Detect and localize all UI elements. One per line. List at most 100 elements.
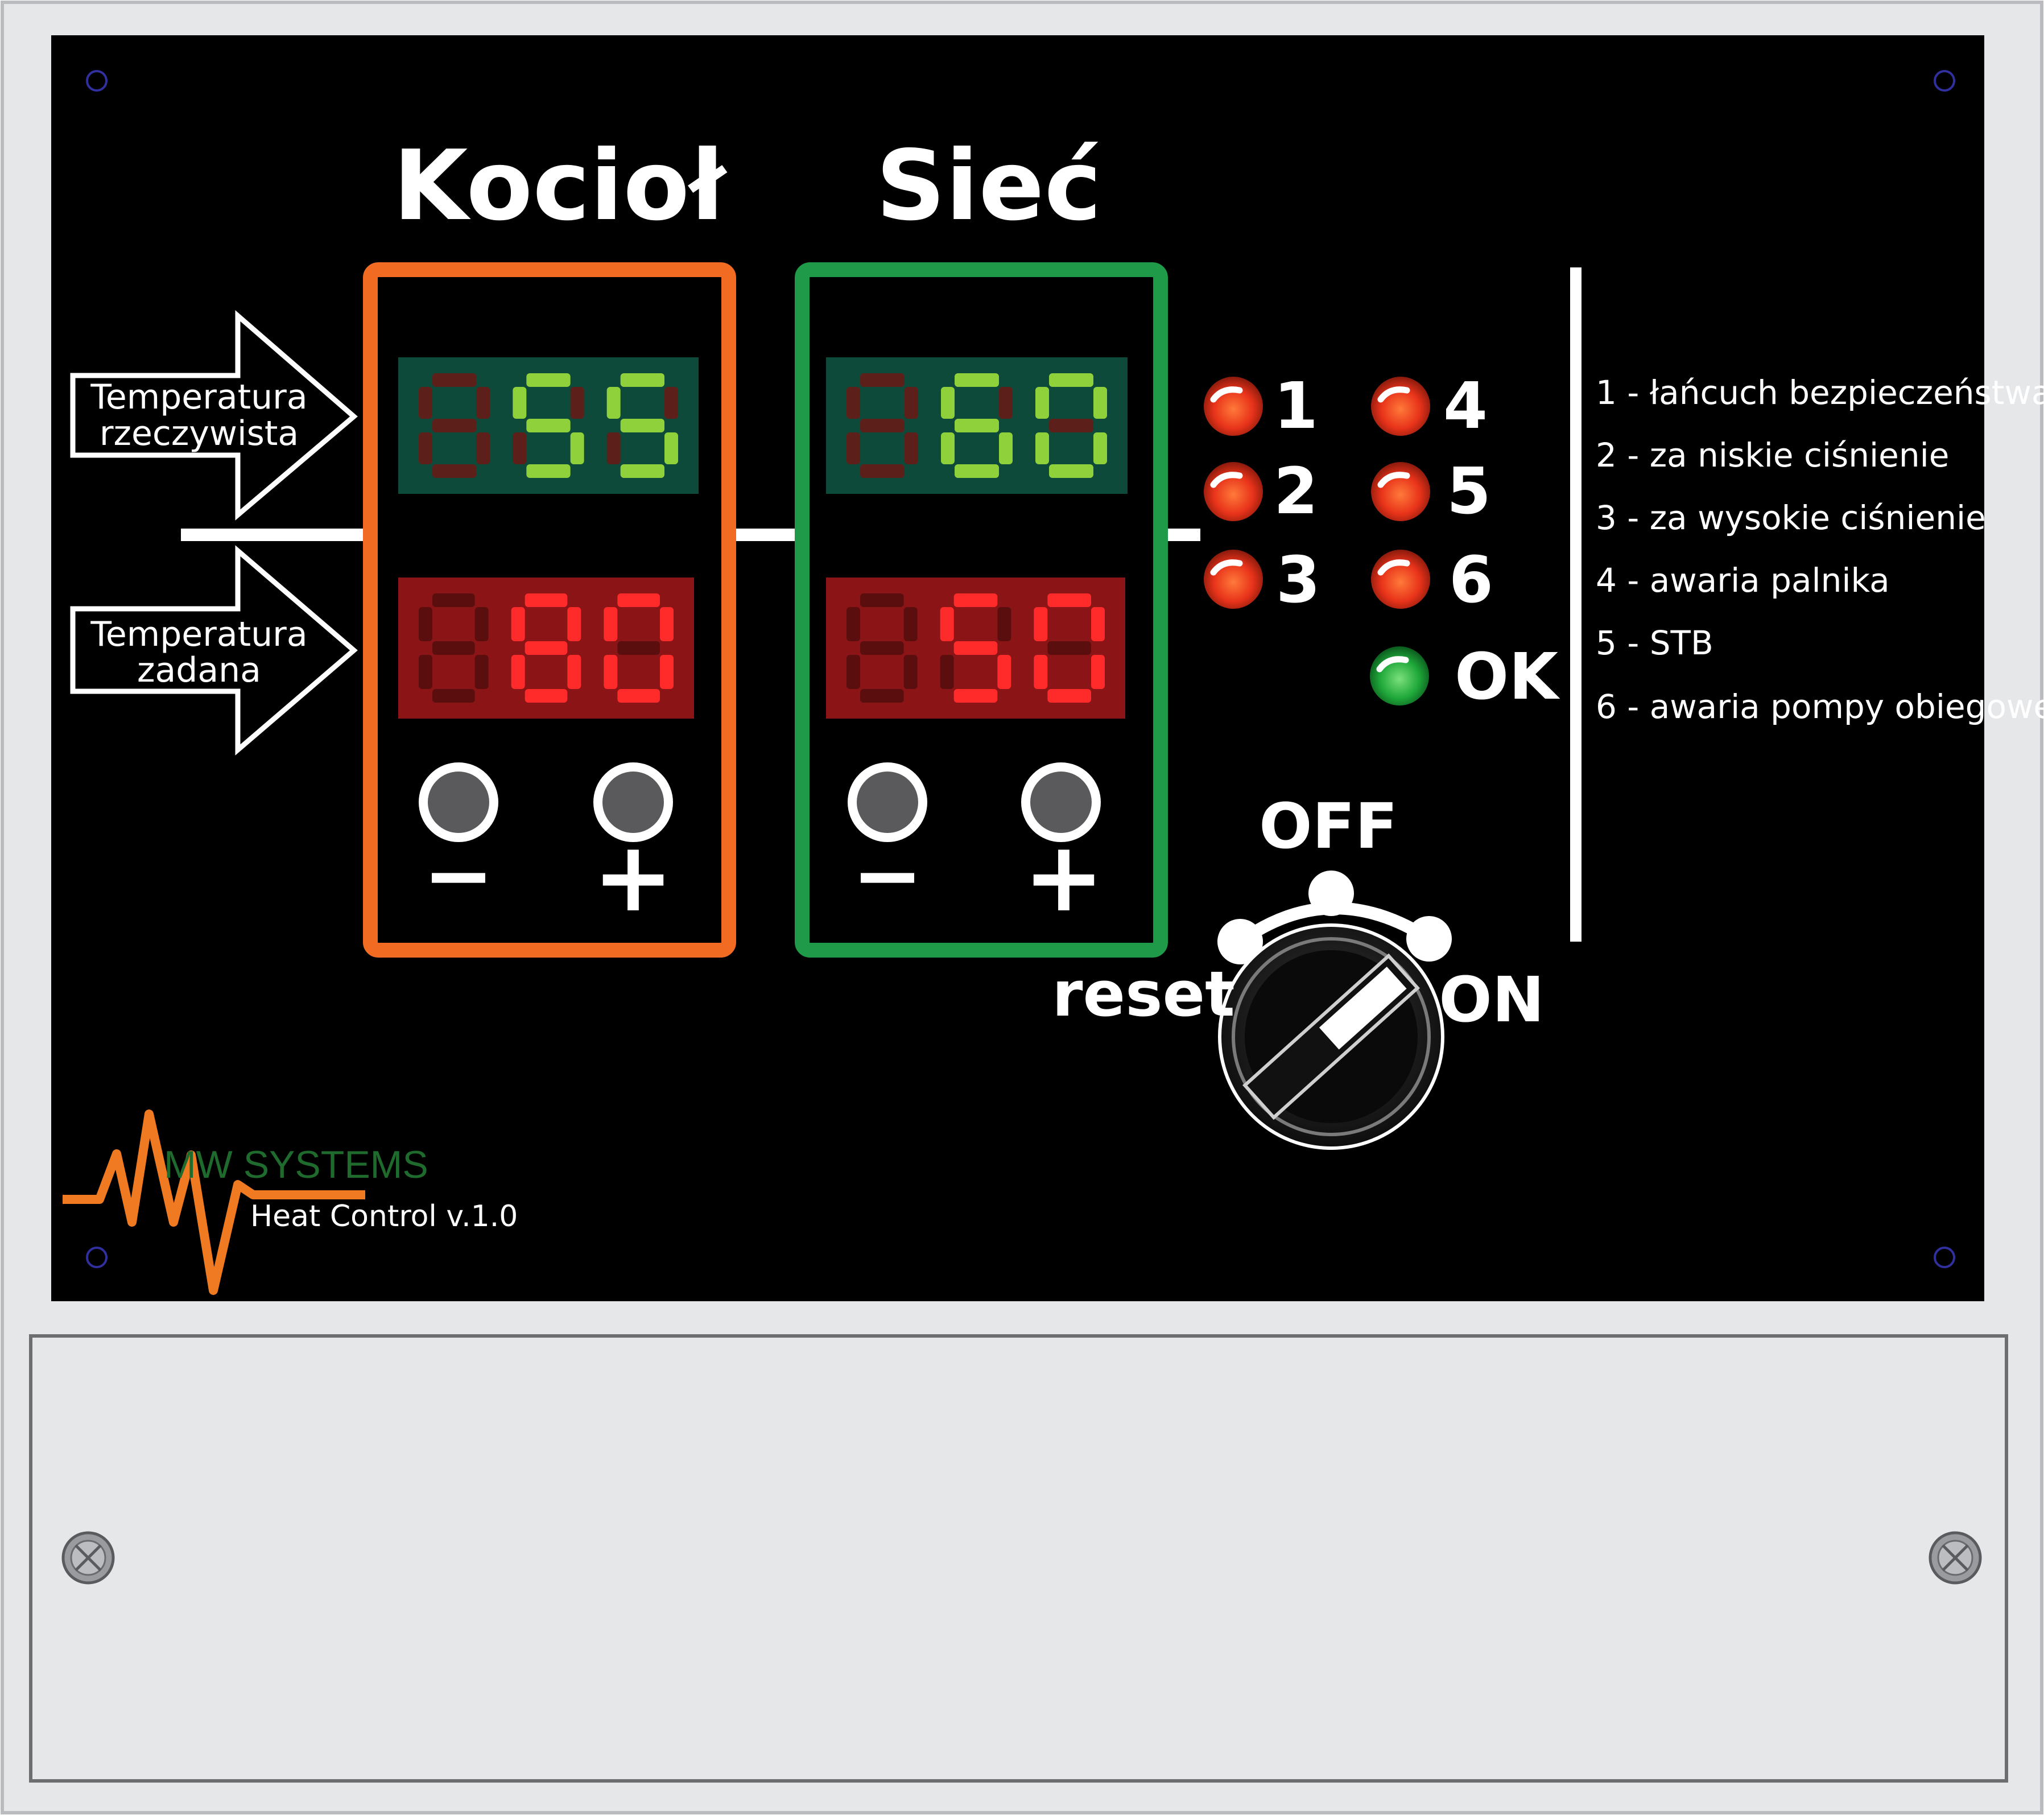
- boiler-plus-label: +: [593, 821, 674, 934]
- segment-c: [660, 655, 674, 689]
- segment-a: [432, 593, 475, 607]
- led-ok-label: OK: [1455, 640, 1560, 714]
- segment-d: [617, 689, 660, 703]
- segment-a: [620, 373, 664, 387]
- segment-e: [846, 655, 860, 689]
- segment-g: [860, 419, 905, 432]
- network-set-digits: [846, 593, 1105, 703]
- segment-e: [419, 655, 432, 689]
- switch-off-label: OFF: [1259, 790, 1398, 863]
- segment-e: [846, 432, 860, 464]
- segment-b: [660, 607, 674, 641]
- segment-f: [513, 387, 527, 419]
- segment-d: [526, 464, 571, 478]
- boiler-actual-digits: [419, 373, 678, 478]
- legend-item-2: 2 - za niskie ciśnienie: [1596, 436, 1949, 475]
- key-switch[interactable]: OFF reset ON: [1052, 790, 1545, 1150]
- led-4: 4: [1371, 369, 1488, 443]
- segment-b: [567, 607, 581, 641]
- segment-g: [525, 641, 568, 655]
- legend-item-4: 4 - awaria palnika: [1596, 561, 1890, 600]
- lower-cover: [29, 1334, 2008, 1783]
- segment-c: [664, 432, 678, 464]
- segment-c: [997, 655, 1011, 689]
- switch-on-label: ON: [1439, 963, 1545, 1036]
- segment-f: [606, 387, 621, 419]
- segment-c: [999, 432, 1013, 464]
- segment-d: [1047, 689, 1091, 703]
- segment-a: [860, 593, 904, 607]
- boiler-minus-button[interactable]: [419, 762, 498, 842]
- segment-b: [903, 607, 918, 641]
- segment-f: [1034, 607, 1048, 641]
- segment-d: [955, 464, 999, 478]
- mount-hole-icon: [1934, 70, 1955, 92]
- brand-product: Heat Control v.1.0: [250, 1199, 518, 1234]
- led-4-label: 4: [1443, 369, 1488, 443]
- segment-b: [1093, 387, 1107, 419]
- led-5-label: 5: [1447, 455, 1491, 529]
- legend-item-5: 5 - STB: [1596, 624, 1713, 662]
- network-plus-label: +: [1023, 821, 1104, 934]
- segment-b: [664, 387, 678, 419]
- network-actual-digits: [846, 373, 1107, 478]
- segment-c: [476, 432, 490, 464]
- led-6: 6: [1371, 543, 1493, 617]
- segment-c: [1091, 655, 1105, 689]
- segment-e: [511, 655, 525, 689]
- segment-c: [474, 655, 489, 689]
- screw-icon: [61, 1531, 115, 1585]
- led-3: 3: [1204, 543, 1320, 617]
- mount-hole-icon: [86, 70, 108, 92]
- led-2: 2: [1204, 455, 1318, 529]
- segment-b: [1091, 607, 1105, 641]
- segment-d: [432, 464, 477, 478]
- segment-b: [476, 387, 490, 419]
- segment-f: [940, 607, 954, 641]
- segment-a: [1047, 593, 1091, 607]
- legend-item-6: 6 - awaria pompy obiegowej: [1596, 687, 2044, 726]
- segment-d: [860, 464, 905, 478]
- segment-g: [617, 641, 660, 655]
- segment-a: [953, 593, 998, 607]
- network-plus-button[interactable]: [1021, 762, 1101, 842]
- segment-c: [570, 432, 584, 464]
- led-ok: OK: [1370, 640, 1560, 714]
- mw-systems-logo: MW SYSTEMS Heat Control v.1.0: [63, 1109, 518, 1295]
- segment-a: [525, 593, 568, 607]
- mount-hole-icon: [1934, 1247, 1955, 1268]
- legend-item-3: 3 - za wysokie ciśnienie: [1596, 498, 1986, 537]
- segment-b: [999, 387, 1013, 419]
- arrow-actual-line2: rzeczywista: [100, 414, 299, 453]
- network-title: Sieć: [876, 130, 1102, 242]
- brand-name: MW SYSTEMS: [164, 1143, 428, 1186]
- segment-g: [1047, 641, 1091, 655]
- segment-f: [419, 387, 432, 419]
- arrow-set-line1: Temperatura: [90, 614, 307, 654]
- segment-e: [513, 432, 527, 464]
- segment-d: [620, 464, 664, 478]
- segment-e: [604, 655, 618, 689]
- segment-g: [953, 641, 998, 655]
- boiler-plus-button[interactable]: [593, 762, 673, 842]
- segment-e: [1034, 655, 1048, 689]
- boiler-title: Kocioł: [393, 130, 728, 242]
- segment-d: [1049, 464, 1093, 478]
- segment-f: [1035, 387, 1049, 419]
- arrow-actual-line1: Temperatura: [90, 377, 307, 417]
- segment-b: [570, 387, 584, 419]
- network-minus-button[interactable]: [848, 762, 927, 842]
- arrow-right-icon: Temperatura zadana: [70, 545, 358, 756]
- switch-reset-label: reset: [1052, 958, 1235, 1030]
- led-5: 5: [1371, 455, 1491, 529]
- segment-f: [604, 607, 618, 641]
- boiler-set-digits: [419, 593, 674, 703]
- arrow-set-line2: zadana: [137, 650, 261, 690]
- segment-f: [846, 387, 860, 419]
- segment-e: [606, 432, 621, 464]
- segment-a: [432, 373, 477, 387]
- segment-g: [620, 419, 664, 432]
- segment-e: [940, 655, 954, 689]
- segment-d: [525, 689, 568, 703]
